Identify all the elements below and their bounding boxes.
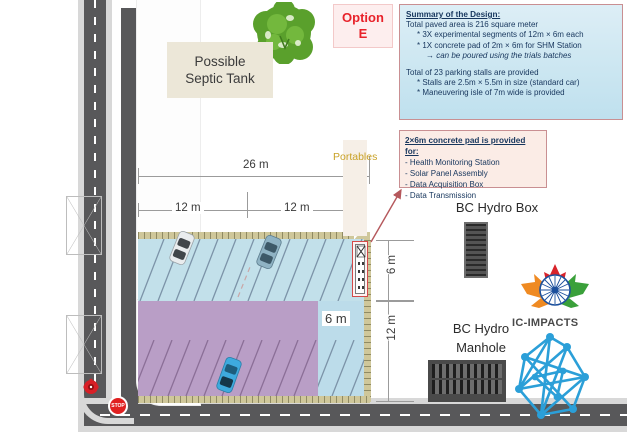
summary-line: → can be poured using the trials batches <box>426 51 572 61</box>
pad-item: - Data Transmission <box>405 191 477 200</box>
option-badge: Option E <box>333 4 393 48</box>
stop-sign-label: STOP <box>111 403 125 409</box>
dimension-segment-right: 12 m <box>281 202 313 214</box>
dimtick-26m-left <box>138 168 139 184</box>
summary-line: * Maneuvering isle of 7m wide is provide… <box>417 88 565 98</box>
ic-impacts-logo <box>513 262 597 320</box>
road-centerline-bottom <box>100 414 627 416</box>
bc-hydro-box-label: BC Hydro Box <box>455 200 539 215</box>
logo-wordmark: IC-IMPACTS <box>512 317 579 329</box>
stall-lines-upper <box>139 239 363 301</box>
option-label-line2: E <box>358 26 368 41</box>
network-sphere-icon <box>505 333 595 421</box>
manhole-grate-row <box>432 364 502 378</box>
dimtick-6m-top <box>376 240 414 241</box>
summary-line: * 1X concrete pad of 2m × 6m for SHM Sta… <box>417 40 582 50</box>
fire-hydrant-icon <box>82 378 100 396</box>
bc-hydro-manhole-icon <box>428 360 506 402</box>
dimension-isle-width: 6 m <box>322 311 350 326</box>
septic-line-2: Septic Tank <box>185 71 255 86</box>
stop-sign-icon: STOP <box>108 396 128 416</box>
summary-line: * 3X experimental segments of 12m × 6m e… <box>417 30 584 40</box>
lot-curb-right <box>364 240 371 402</box>
option-label-line1: Option <box>342 10 384 25</box>
dimtick-12mv-bot <box>376 401 414 402</box>
shm-station-equipment <box>355 244 366 294</box>
dimline-12m-vert <box>388 301 389 402</box>
dimension-total-width: 26 m <box>240 159 272 171</box>
bc-hydro-manhole-label-2: Manhole <box>456 340 506 355</box>
bc-hydro-box-icon <box>464 222 488 278</box>
dimtick-12m-mid <box>247 192 248 218</box>
stall-lines-right <box>318 340 364 396</box>
tree-icon <box>250 0 320 65</box>
structure-outline-upper <box>66 196 102 255</box>
bc-hydro-manhole-label-1: BC Hydro <box>452 321 510 336</box>
dimtick-12mv-top <box>376 301 414 302</box>
building-wall-left <box>121 8 138 405</box>
lot-curb-bottom <box>138 396 370 403</box>
concrete-pad-callout: 2×6m concrete pad is provided for: - Hea… <box>399 130 547 200</box>
dimension-pad-height: 6 m <box>383 255 401 275</box>
pad-item: - Solar Panel Assembly <box>405 169 488 178</box>
summary-line: * Stalls are 2.5m × 5.5m in size (standa… <box>417 78 580 88</box>
dimension-lot-depth: 12 m <box>383 315 401 341</box>
road-corner-curve <box>78 368 134 424</box>
dimtick-12m-left <box>138 203 139 217</box>
portables-area <box>343 140 367 236</box>
structure-outline-lower <box>66 315 102 374</box>
pad-heading: 2×6m concrete pad is provided for: <box>405 136 526 156</box>
summary-heading: Summary of the Design: <box>406 10 501 19</box>
septic-line-1: Possible <box>194 54 246 69</box>
dimtick-6m-bot <box>376 300 414 301</box>
lot-curb-top <box>138 232 354 239</box>
road-centerline-left <box>94 0 96 385</box>
pad-item: - Data Acquisition Box <box>405 180 484 189</box>
manhole-grate-row <box>432 380 502 394</box>
pad-item: - Health Monitoring Station <box>405 158 500 167</box>
portables-label: Portables <box>333 151 378 163</box>
summary-line: Total of 23 parking stalls are provided <box>406 67 539 77</box>
summary-callout: Summary of the Design: Total paved area … <box>399 4 623 120</box>
dimension-segment-left: 12 m <box>172 202 204 214</box>
dimline-26m <box>138 176 370 177</box>
summary-lines: Total paved area is 216 square meter* 3X… <box>406 20 616 99</box>
summary-line: Total paved area is 216 square meter <box>406 20 539 29</box>
pad-items: - Health Monitoring Station - Solar Panel… <box>405 157 541 201</box>
possible-septic-tank-label: Possible Septic Tank <box>167 42 273 98</box>
dimtick-26m-right <box>369 156 370 184</box>
